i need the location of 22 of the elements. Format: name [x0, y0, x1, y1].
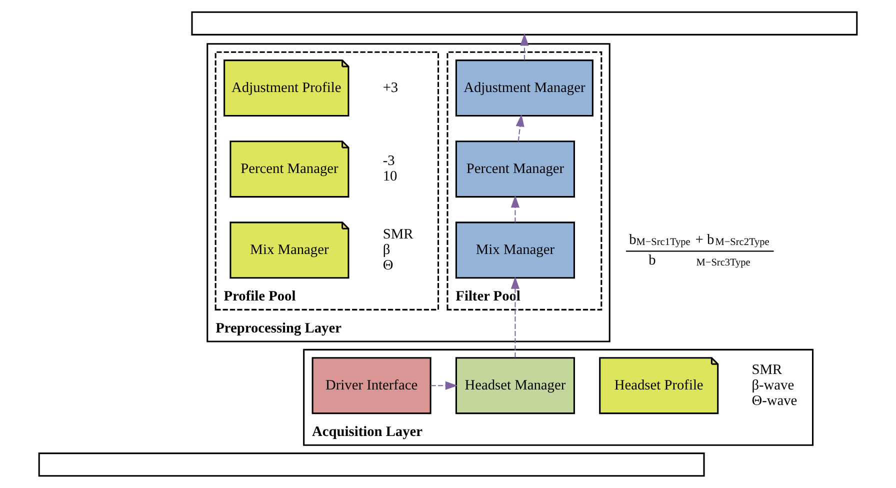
node-label: -3: [382, 153, 395, 170]
node-box: Mix Manager: [455, 222, 575, 279]
node-label: Θ: [382, 257, 394, 274]
node-label: SMR: [752, 362, 782, 378]
node-box: Headset Manager: [455, 357, 575, 414]
node-label: SMR: [382, 226, 414, 243]
node-label: β-wave: [752, 377, 794, 394]
node-box: [38, 452, 705, 477]
node-label: β: [382, 242, 390, 258]
arrow: [520, 33, 529, 60]
arrow: [510, 195, 520, 222]
label: bM−Src1Type + bM−Src2Type: [629, 232, 770, 248]
node-label: 10: [382, 168, 398, 185]
node-box: Driver Interface: [312, 357, 432, 414]
node-box: Percent Manager: [455, 140, 575, 198]
node-box: Adjustment Manager: [455, 60, 594, 116]
arrow: [516, 114, 524, 142]
arrow: [510, 276, 520, 358]
node-label: Θ-wave: [752, 392, 798, 409]
node-box: [191, 11, 858, 36]
node-label: +3: [382, 80, 398, 96]
arrow: [430, 381, 458, 390]
